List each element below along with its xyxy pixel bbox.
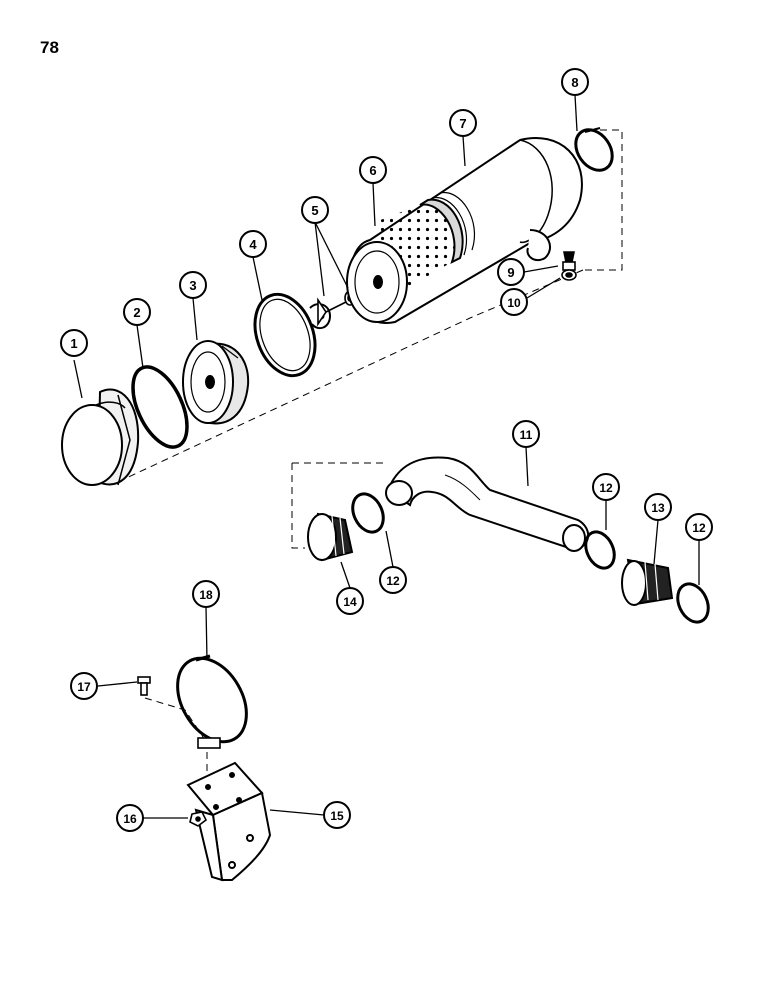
callout-11: 11: [512, 420, 540, 448]
callout-4-label: 4: [249, 237, 257, 252]
callout-18: 18: [192, 580, 220, 608]
part-bolt: [137, 676, 151, 696]
callout-16-label: 16: [123, 812, 137, 826]
callout-12-lower: 12: [379, 566, 407, 594]
callout-8: 8: [561, 68, 589, 96]
callout-9-label: 9: [507, 265, 514, 280]
callout-13: 13: [644, 493, 672, 521]
part-o-ring: [131, 365, 189, 449]
callout-7: 7: [449, 109, 477, 137]
leader-lines: [73, 94, 700, 819]
part-elbow-hose: [385, 456, 590, 552]
callout-10-label: 10: [507, 296, 521, 310]
part-mounting-bracket: [186, 761, 272, 882]
callout-5: 5: [301, 196, 329, 224]
part-clamp-ring: [253, 292, 332, 378]
callout-12-lower-label: 12: [386, 574, 400, 588]
callout-3: 3: [179, 271, 207, 299]
page-number: 78: [40, 38, 59, 57]
callout-2-label: 2: [133, 305, 140, 320]
callout-12-right: 12: [685, 513, 713, 541]
callout-1: 1: [60, 329, 88, 357]
callout-14: 14: [336, 587, 364, 615]
callout-11-label: 11: [520, 428, 533, 442]
part-bracket-nut: [189, 811, 208, 827]
callout-16: 16: [116, 804, 144, 832]
callout-7-label: 7: [459, 116, 466, 131]
callout-15-label: 15: [330, 809, 344, 823]
callout-18-label: 18: [199, 588, 213, 602]
callout-6: 6: [359, 156, 387, 184]
part-outlet-clamp: [574, 127, 614, 172]
callout-14-label: 14: [343, 595, 357, 609]
part-cap: [61, 388, 140, 486]
part-hose-clamp-a: [351, 492, 385, 534]
callout-2: 2: [123, 298, 151, 326]
callout-17-label: 17: [77, 680, 91, 694]
callout-15: 15: [323, 801, 351, 829]
callout-12-upper-label: 12: [599, 481, 613, 495]
callout-1-label: 1: [70, 336, 77, 351]
part-air-cleaner-body: [346, 137, 583, 325]
callout-13-label: 13: [651, 501, 665, 515]
callout-10: 10: [500, 288, 528, 316]
part-hose-clamp-c: [676, 582, 710, 624]
callout-4: 4: [239, 230, 267, 258]
callout-9: 9: [497, 258, 525, 286]
callout-17: 17: [70, 672, 98, 700]
part-valve: [562, 251, 576, 271]
part-dust-cup: [182, 340, 250, 425]
part-nut: [561, 269, 577, 281]
callout-8-label: 8: [571, 75, 578, 90]
callout-12-right-label: 12: [692, 521, 706, 535]
callout-12-upper: 12: [592, 473, 620, 501]
callout-6-label: 6: [369, 163, 376, 178]
callout-5-label: 5: [311, 203, 318, 218]
part-hose-sleeve: [307, 512, 354, 562]
part-mounting-band: [176, 654, 248, 749]
callout-3-label: 3: [189, 278, 196, 293]
part-hose-clamp-b: [584, 530, 616, 570]
part-coupler: [621, 558, 674, 606]
